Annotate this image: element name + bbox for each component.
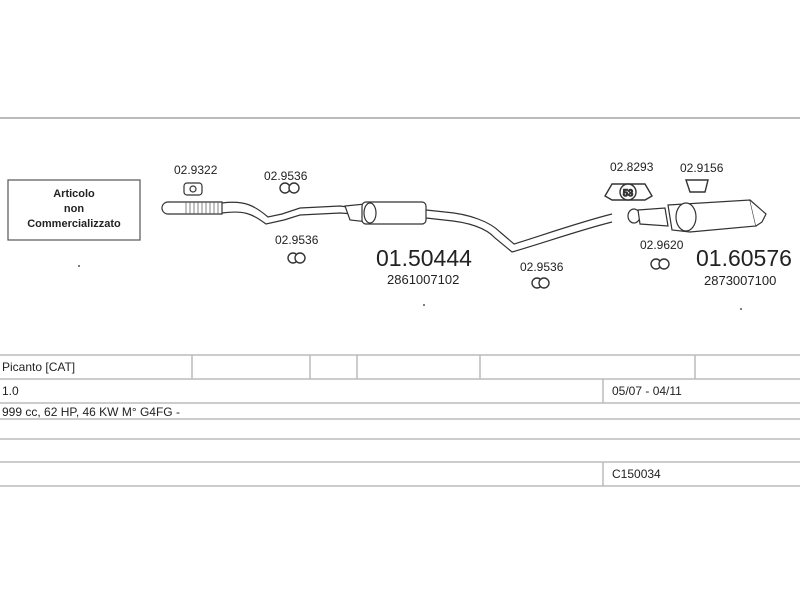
center-silencer	[344, 201, 613, 253]
dot-mark	[740, 308, 742, 310]
part-code-02-9536-b: 02.9536	[275, 233, 319, 247]
part-code-02-9536-a: 02.9536	[264, 169, 308, 183]
table-model: Picanto [CAT]	[2, 360, 75, 374]
front-pipe	[161, 201, 356, 225]
part-code-02-9322: 02.9322	[174, 163, 218, 177]
table-period: 05/07 - 04/11	[612, 384, 682, 398]
note-line-1: Articolo	[53, 188, 95, 200]
clamp-02-8293: 53	[604, 183, 653, 201]
part-code-02-9536-c: 02.9536	[520, 260, 564, 274]
part-code-02-9156: 02.9156	[680, 161, 724, 175]
part-code-01-50444: 01.50444	[376, 245, 472, 271]
note-line-2: non	[64, 203, 84, 215]
hanger-02-9536-c	[531, 277, 550, 289]
table-code: C150034	[612, 467, 661, 481]
hanger-02-9620	[650, 258, 670, 270]
clamp-badge: 53	[623, 188, 633, 198]
note-line-3: Commercializzato	[27, 218, 121, 230]
not-commercialized-box: Articolo non Commercializzato	[7, 179, 141, 241]
hanger-02-9536-b	[287, 252, 306, 264]
part-code-01-60576: 01.60576	[696, 245, 792, 271]
rear-silencer	[627, 199, 767, 233]
part-code-02-8293: 02.8293	[610, 160, 654, 174]
table-spec: 999 cc, 62 HP, 46 KW M° G4FG -	[2, 405, 180, 419]
dot-mark	[78, 265, 80, 267]
table-engine: 1.0	[2, 384, 19, 398]
vehicle-table	[0, 354, 800, 487]
dot-mark	[423, 304, 425, 306]
part-code-02-9620: 02.9620	[640, 238, 684, 252]
oem-number-2873007100: 2873007100	[704, 273, 776, 288]
gasket-02-9322	[183, 182, 203, 196]
hanger-02-9536-a	[279, 182, 300, 194]
oem-number-2861007102: 2861007102	[387, 272, 459, 287]
hanger-02-9156	[685, 179, 709, 193]
